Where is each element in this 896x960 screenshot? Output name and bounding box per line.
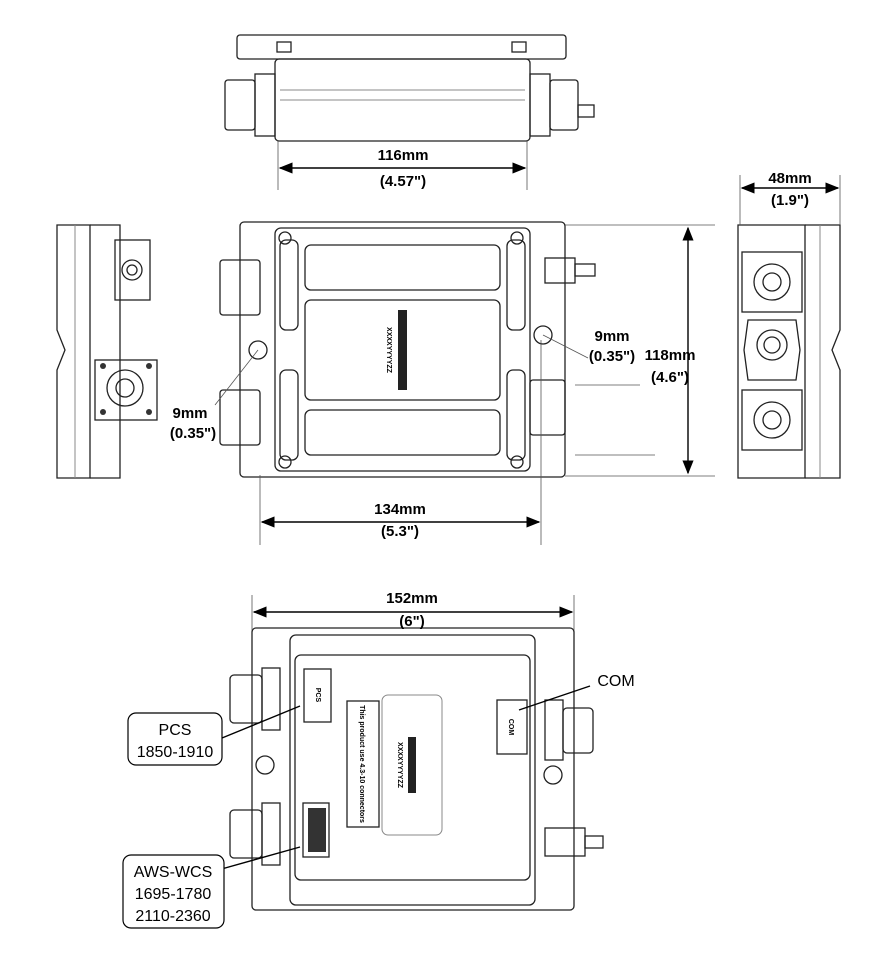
dimension-9mm-left: 9mm (0.35") (170, 349, 259, 442)
dim-48-in: (1.9") (771, 192, 809, 209)
dim-152-in: (6") (399, 613, 424, 630)
pcs-tag: PCS (314, 688, 321, 703)
callout-pcs-range: 1850-1910 (137, 744, 214, 761)
callout-aws-name: AWS-WCS (134, 864, 213, 881)
callout-pcs-name: PCS (159, 722, 192, 739)
callout-pcs: PCS 1850-1910 (127, 705, 301, 766)
dim-134-in: (5.3") (381, 523, 419, 540)
aws-tag-label (308, 808, 326, 852)
connector-notice: This product use 4.3-10 connectors (358, 705, 365, 823)
dimension-48mm: 48mm (1.9") (739, 170, 841, 225)
callout-aws: AWS-WCS 1695-1780 2110-2360 (122, 846, 301, 929)
dim-116-mm: 116mm (378, 147, 429, 164)
callout-aws-range2: 2110-2360 (135, 908, 210, 925)
dim-152-mm: 152mm (386, 590, 438, 607)
dimension-134mm: 134mm (5.3") (259, 340, 542, 545)
dimension-116mm: 116mm (4.57") (277, 140, 528, 190)
dim-118-mm: 118mm (645, 347, 696, 364)
dim-9mm-right-in: (0.35") (589, 348, 635, 365)
dim-116-in: (4.57") (380, 173, 426, 190)
dim-9mm-left-mm: 9mm (172, 405, 207, 422)
dimension-9mm-right: 9mm (0.35") (542, 328, 655, 456)
front-view: XXXXYYYYZZ (219, 221, 596, 478)
right-side-view (737, 224, 841, 479)
callout-com-label: COM (597, 673, 634, 690)
dimension-118mm: 118mm (4.6") (565, 224, 715, 477)
callout-com: COM (518, 673, 635, 711)
bottom-view: PCS This product use 4.3-10 connectors X… (229, 627, 604, 911)
part-number-front: XXXXYYYYZZ (385, 327, 392, 374)
top-view (224, 34, 595, 142)
callout-aws-range1: 1695-1780 (135, 886, 212, 903)
dim-118-in: (4.6") (651, 369, 689, 386)
part-number-bottom: XXXXYYYYZZ (396, 742, 403, 789)
left-side-view (56, 224, 158, 479)
dim-48-mm: 48mm (768, 170, 811, 187)
dim-134-mm: 134mm (374, 501, 426, 518)
dim-9mm-right-mm: 9mm (594, 328, 629, 345)
dim-9mm-left-in: (0.35") (170, 425, 216, 442)
dimension-152mm: 152mm (6") (251, 590, 575, 630)
com-tag: COM (507, 719, 514, 736)
